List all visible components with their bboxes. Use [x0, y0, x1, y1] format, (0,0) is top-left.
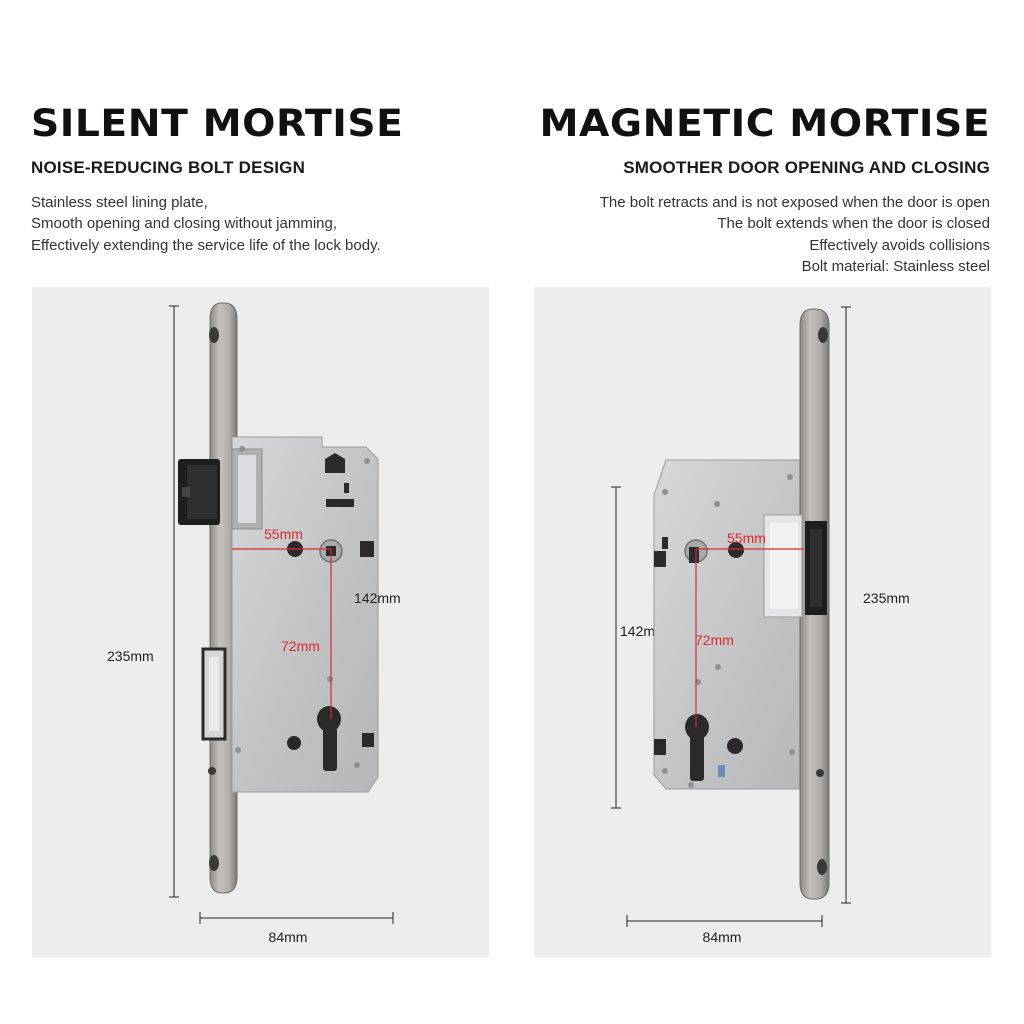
screw: [327, 676, 333, 682]
small-slot: [662, 537, 668, 549]
faceplate: [209, 302, 238, 894]
backset-measure: [232, 548, 332, 719]
screw-hole: [209, 327, 219, 343]
height-dimension-line: [841, 306, 851, 904]
lock-case: [653, 459, 803, 790]
width-dimension-line: [626, 915, 823, 927]
screw: [715, 664, 721, 670]
description-line: Effectively extending the service life o…: [31, 236, 381, 254]
description-line: Bolt material: Stainless steel: [801, 257, 990, 275]
case-hole: [287, 736, 301, 750]
cylinder-hole-top: [317, 706, 341, 732]
screw-hole: [816, 769, 824, 777]
backset-label: 55mm: [727, 530, 766, 546]
side-notch: [654, 551, 666, 567]
description-line: Effectively avoids collisions: [809, 236, 990, 254]
center-distance-label: 72mm: [695, 632, 734, 648]
magnetic-mortise-lock-illustration: 142mm 235mm 84mm: [611, 306, 910, 945]
top-cutout: [325, 453, 345, 473]
width-dimension-line: [199, 912, 394, 924]
screw: [688, 782, 694, 788]
center-distance-label: 72mm: [281, 638, 320, 654]
description-line: The bolt retracts and is not exposed whe…: [599, 194, 990, 211]
latch-bolt: [178, 459, 220, 525]
screw-hole: [209, 855, 219, 871]
small-slot: [718, 765, 725, 777]
screw: [662, 489, 668, 495]
latch-window: [238, 455, 256, 523]
magnetic-mortise-panel: 142mm 235mm 84mm: [534, 287, 991, 957]
screw: [235, 747, 241, 753]
cylinder-hole-slot: [323, 727, 337, 771]
cylinder-hole-top: [685, 714, 709, 740]
magnetic-mortise-subtitle: SMOOTHER DOOR OPENING AND CLOSING: [623, 158, 990, 177]
description-line: Smooth opening and closing without jammi…: [31, 215, 338, 233]
side-notch: [362, 733, 374, 747]
case-height-label: 142mm: [354, 590, 401, 606]
screw: [787, 474, 793, 480]
side-notch: [360, 541, 374, 557]
spindle-square: [689, 547, 699, 563]
magnetic-latch-bolt: [805, 521, 827, 615]
height-dimension-line: [169, 305, 179, 898]
screw: [662, 768, 668, 774]
screw: [789, 749, 795, 755]
screw: [239, 446, 245, 452]
screw: [354, 762, 360, 768]
silent-mortise-panel: 235mm 84mm: [32, 287, 489, 957]
width-label: 84mm: [703, 929, 742, 945]
silent-mortise-description: Stainless steel lining plate, Smooth ope…: [31, 192, 381, 256]
silent-mortise-title: SILENT MORTISE: [31, 102, 404, 145]
screw-hole: [208, 767, 216, 775]
backset-label: 55mm: [264, 526, 303, 542]
slot-cutout: [326, 499, 354, 507]
magnetic-mortise-title: MAGNETIC MORTISE: [539, 102, 990, 145]
magnetic-mortise-description: The bolt retracts and is not exposed whe…: [600, 192, 990, 277]
silent-mortise-subtitle: NOISE-REDUCING BOLT DESIGN: [31, 158, 306, 177]
case-hole: [728, 542, 744, 558]
backset-measure: [695, 548, 804, 727]
screw: [364, 458, 370, 464]
screw: [714, 501, 720, 507]
side-notch: [654, 739, 666, 755]
cylinder-hole-slot: [690, 733, 704, 781]
latch-window: [770, 523, 798, 609]
description-line: The bolt extends when the door is closed: [717, 215, 990, 233]
silent-mortise-lock-illustration: 235mm 84mm: [107, 302, 401, 945]
description-line: Stainless steel lining plate,: [31, 194, 208, 211]
height-label: 235mm: [863, 590, 910, 606]
width-label: 84mm: [269, 929, 308, 945]
screw-hole: [817, 859, 827, 875]
case-hole: [727, 738, 743, 754]
small-slot: [344, 483, 349, 493]
case-height-dimension-line: [611, 486, 621, 809]
height-label: 235mm: [107, 648, 154, 664]
deadbolt-slot: [201, 647, 227, 741]
lock-case: [231, 436, 379, 793]
screw-hole: [818, 327, 828, 343]
